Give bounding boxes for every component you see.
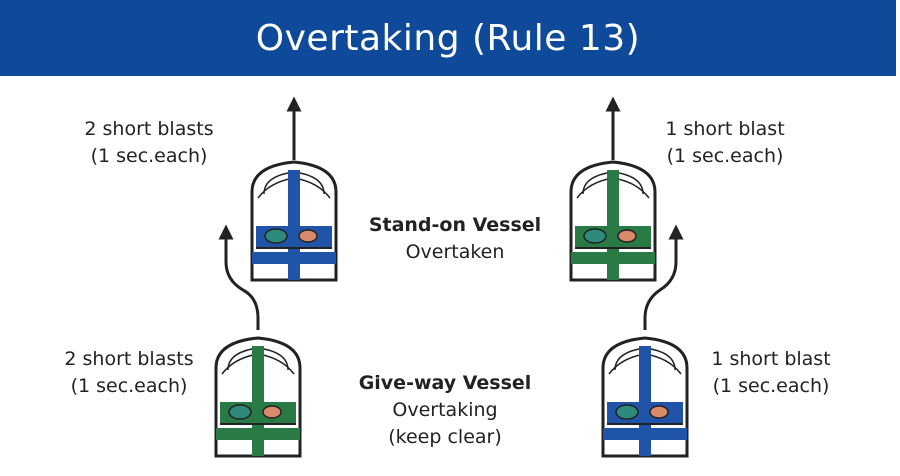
boat-icon	[250, 160, 338, 282]
right-top-label-line1: 1 short blast	[665, 118, 785, 140]
stand-on-sub: Overtaken	[405, 241, 505, 263]
give-way-sub1: Overtaking	[392, 399, 498, 421]
give-way-label: Give-way Vessel Overtaking (keep clear)	[335, 370, 555, 451]
right-bottom-label-line2: (1 sec.each)	[712, 375, 830, 397]
right-top-label: 1 short blast (1 sec.each)	[640, 116, 810, 170]
left-top-label-line2: (1 sec.each)	[90, 145, 208, 167]
stand-on-label: Stand-on Vessel Overtaken	[345, 212, 565, 266]
curved-arrow-icon	[643, 224, 684, 330]
boat-icon	[601, 336, 689, 458]
stand-on-title: Stand-on Vessel	[368, 214, 542, 236]
right-bottom-label: 1 short blast (1 sec.each)	[686, 346, 856, 400]
give-way-sub2: (keep clear)	[388, 426, 502, 448]
left-top-label-line1: 2 short blasts	[84, 118, 214, 140]
boat-icon	[214, 336, 302, 458]
boat-icon	[569, 160, 657, 282]
right-top-label-line2: (1 sec.each)	[666, 145, 784, 167]
left-bottom-label: 2 short blasts (1 sec.each)	[44, 346, 214, 400]
give-way-title: Give-way Vessel	[358, 372, 532, 394]
right-bottom-label-line1: 1 short blast	[711, 348, 831, 370]
curved-arrow-icon	[218, 224, 260, 330]
left-top-label: 2 short blasts (1 sec.each)	[64, 116, 234, 170]
title-bar: Overtaking (Rule 13)	[0, 0, 896, 76]
page-title: Overtaking (Rule 13)	[255, 17, 641, 59]
left-bottom-label-line1: 2 short blasts	[64, 348, 194, 370]
left-bottom-label-line2: (1 sec.each)	[70, 375, 188, 397]
